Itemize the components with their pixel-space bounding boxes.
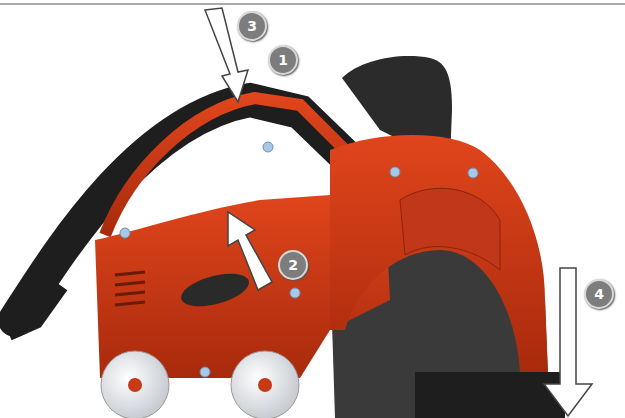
guard-panel [400, 188, 500, 270]
frame-line [0, 4, 625, 5]
handle-end [8, 285, 60, 332]
base-plate [415, 372, 565, 418]
wheel [231, 351, 299, 418]
wheel-hub [258, 378, 272, 392]
front-guard [330, 135, 548, 372]
arrow-2 [228, 212, 272, 290]
vents [115, 272, 145, 305]
wheel-hub [128, 378, 142, 392]
speed-dial [178, 267, 253, 312]
screw-dots [120, 142, 478, 377]
wheel [101, 351, 169, 418]
callout-number: 2 [278, 250, 308, 280]
callout-number: 4 [584, 279, 614, 309]
callout-number: 1 [268, 45, 298, 75]
callout-number: 3 [237, 11, 267, 41]
force-arrows [205, 8, 592, 416]
